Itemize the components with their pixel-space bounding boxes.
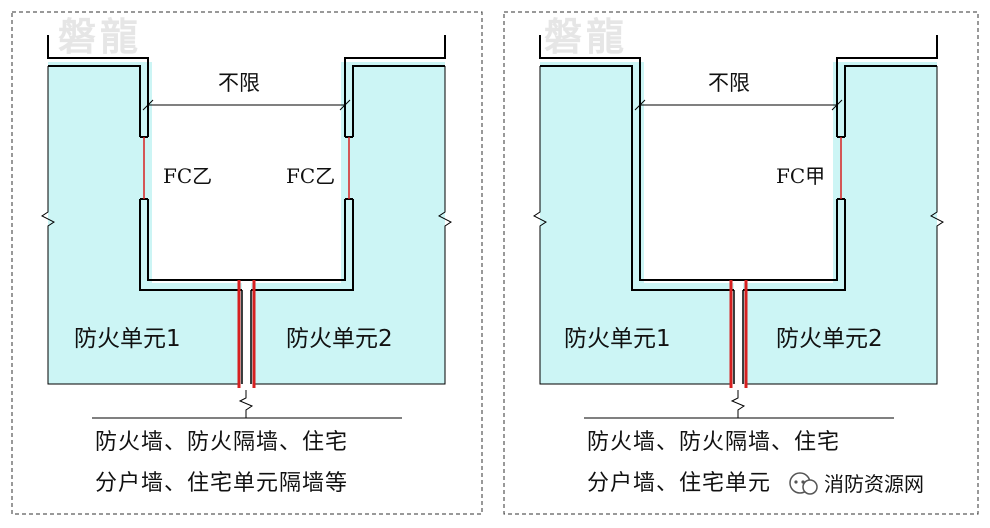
panel-left: 磐龍 FC乙 FC乙 xyxy=(11,11,483,515)
door-label-right: FC甲 xyxy=(776,164,825,188)
unit-label-left: 防火单元1 xyxy=(74,326,181,352)
dimension-line xyxy=(634,97,843,113)
fire-doors xyxy=(143,137,350,199)
dimension-label: 不限 xyxy=(218,71,260,95)
dimension-label: 不限 xyxy=(708,71,750,95)
wall-type-line1: 防火墙、防火隔墙、住宅 xyxy=(95,430,348,455)
watermark: 磐龍 xyxy=(544,14,628,59)
unit-label-left: 防火单元1 xyxy=(564,326,671,352)
unit-zone-left xyxy=(540,62,734,384)
boundary-lines xyxy=(533,66,944,385)
unit-zone-right xyxy=(743,62,937,384)
panel-border xyxy=(503,11,979,515)
panel-right: 磐龍 FC甲 不限 xyxy=(503,11,979,515)
door-label-right: FC乙 xyxy=(286,164,335,188)
door-label-left: FC乙 xyxy=(163,164,212,188)
watermark: 磐龍 xyxy=(58,14,142,59)
unit-zone-left xyxy=(48,62,242,384)
unit-label-right: 防火单元2 xyxy=(286,326,393,352)
firewall xyxy=(729,280,748,418)
dimension-line xyxy=(142,97,351,113)
wall-type-line2: 分户墙、住宅单元 xyxy=(587,471,771,496)
wall-type-line1: 防火墙、防火隔墙、住宅 xyxy=(587,430,840,455)
unit-zone-right xyxy=(251,62,445,384)
panel-border xyxy=(11,11,483,515)
firewall xyxy=(237,280,256,418)
credit-text: 消防资源网 xyxy=(824,472,924,496)
wall-type-line2: 分户墙、住宅单元隔墙等 xyxy=(95,471,348,496)
chat-bubble-icon xyxy=(789,472,818,495)
unit-label-right: 防火单元2 xyxy=(776,326,883,352)
boundary-lines xyxy=(41,66,452,385)
